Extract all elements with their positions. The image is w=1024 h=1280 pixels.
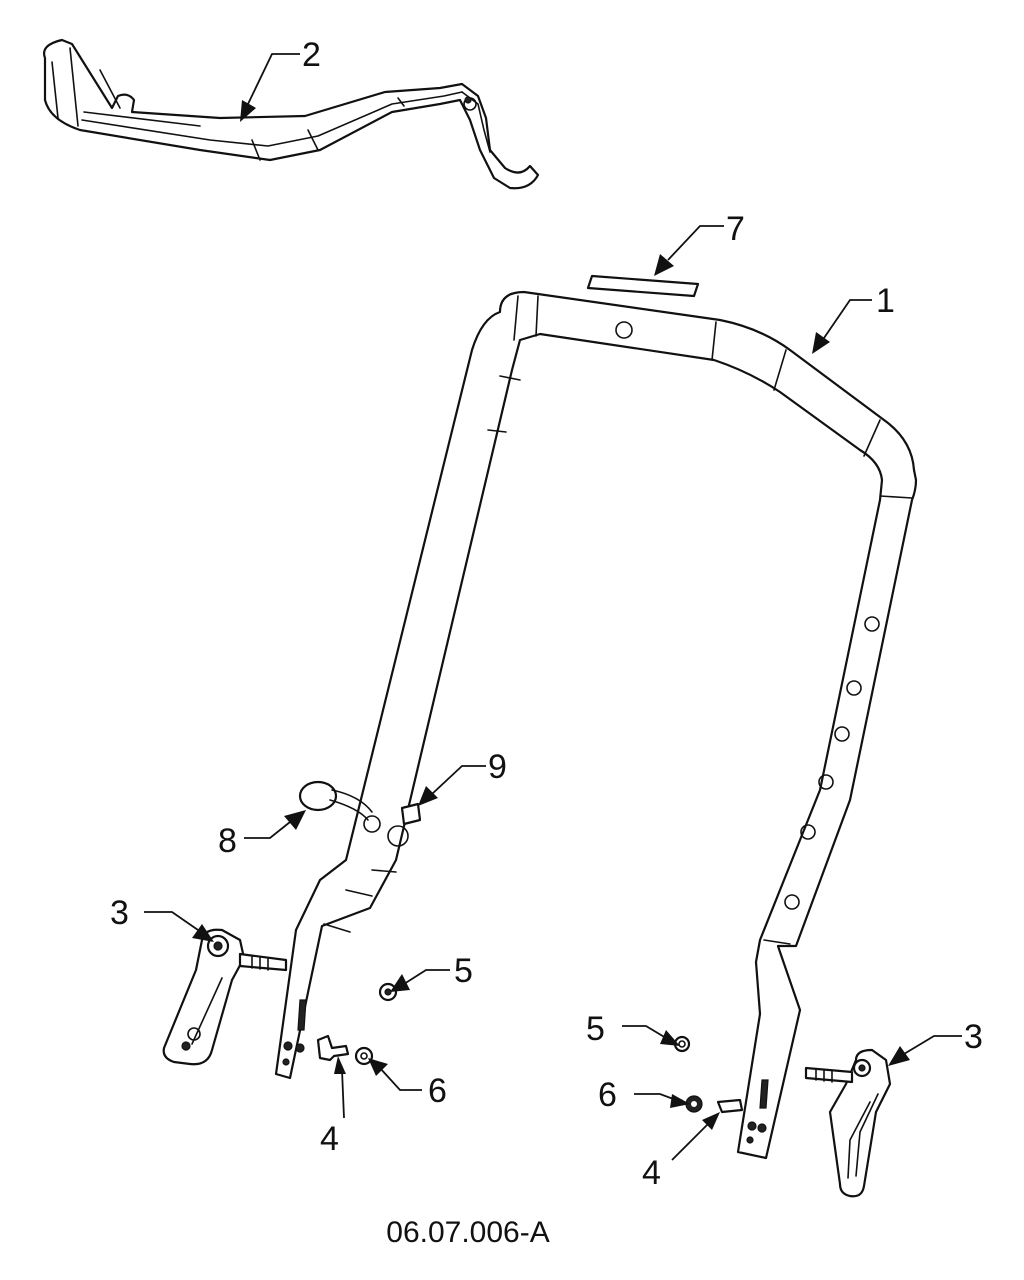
callout-7: 7 bbox=[726, 210, 745, 248]
part-5-left-nut bbox=[378, 982, 398, 1002]
leader-4-right bbox=[671, 1112, 720, 1161]
part-7-decal bbox=[586, 274, 700, 298]
leader-6-left bbox=[368, 1058, 422, 1091]
part-4-left-bolt bbox=[316, 1034, 350, 1062]
leader-3-left bbox=[144, 911, 214, 942]
callout-2: 2 bbox=[302, 36, 321, 74]
leader-4-left bbox=[334, 1056, 346, 1119]
callout-5-right: 5 bbox=[586, 1010, 605, 1048]
part-3-left-knob bbox=[162, 928, 288, 1066]
callout-6-right: 6 bbox=[598, 1076, 617, 1114]
callout-9: 9 bbox=[488, 748, 507, 786]
callout-3-left: 3 bbox=[110, 894, 129, 932]
leader-7 bbox=[654, 225, 724, 276]
part-3-right-knob bbox=[804, 1048, 892, 1198]
callout-6-left: 6 bbox=[428, 1072, 447, 1110]
callout-3-right: 3 bbox=[964, 1018, 983, 1056]
leader-2 bbox=[240, 53, 300, 122]
leader-6-right bbox=[634, 1093, 690, 1108]
callout-4-right: 4 bbox=[642, 1154, 661, 1192]
leader-5-right bbox=[622, 1025, 680, 1046]
part-4-right-bolt bbox=[716, 1098, 744, 1114]
part-5-right-nut bbox=[673, 1035, 691, 1053]
callout-5-left: 5 bbox=[454, 952, 473, 990]
part-9-clip bbox=[400, 802, 422, 826]
leader-1 bbox=[812, 299, 872, 354]
part-1-main-handle bbox=[274, 290, 918, 1160]
part-8-cable bbox=[298, 780, 373, 821]
leader-9 bbox=[418, 765, 486, 806]
leader-3-right bbox=[888, 1035, 962, 1066]
leader-8 bbox=[244, 810, 306, 839]
part-6-right-washer bbox=[685, 1095, 703, 1113]
callout-1: 1 bbox=[876, 282, 895, 320]
part-6-left-washer bbox=[354, 1046, 374, 1066]
callout-8: 8 bbox=[218, 822, 237, 860]
drawing-reference-code: 06.07.006-A bbox=[386, 1216, 549, 1249]
part-2-control-bail bbox=[43, 38, 540, 190]
callout-4-left: 4 bbox=[320, 1120, 339, 1158]
leader-5-left bbox=[390, 969, 450, 992]
